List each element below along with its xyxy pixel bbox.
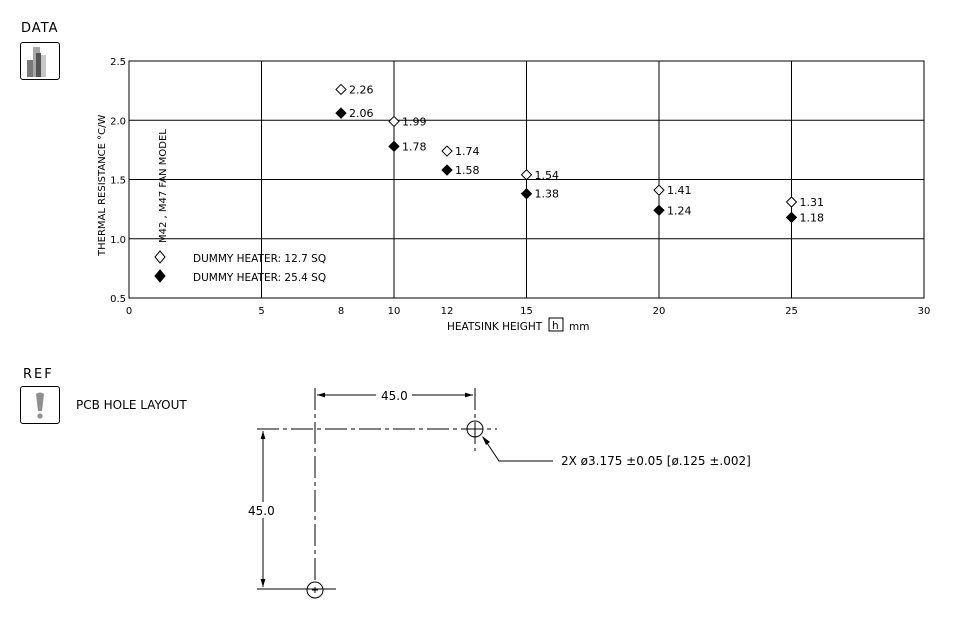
legend-open-diamond-icon [154, 250, 166, 264]
model-label: M42 , M47 FAN MODEL [158, 129, 169, 243]
data-label: 1.58 [455, 164, 480, 177]
data-point-open-diamond [335, 83, 347, 96]
thermal-resistance-chart: 0.5 1.0 1.5 2.0 2.5 0 5 8 10 12 15 20 25 30 2.26 1.99… [97, 57, 931, 333]
x-tick-label: 25 [785, 306, 798, 317]
data-point-open-diamond [520, 169, 533, 181]
x-tick-label: 8 [338, 306, 344, 317]
hole-bottom-left [306, 581, 324, 599]
y-tick-label: 1.0 [110, 235, 126, 246]
data-label: 2.06 [349, 107, 374, 120]
data-point-filled-diamond [653, 204, 665, 217]
x-tick-label: 15 [520, 306, 533, 317]
ref-section-label: REF [23, 367, 54, 382]
y-tick-label: 1.5 [110, 176, 126, 187]
x-axis-symbol: h [552, 320, 559, 332]
data-point-filled-diamond [388, 140, 400, 153]
data-point-filled-diamond [335, 107, 347, 119]
legend-label-series-1: DUMMY HEATER: 12.7 SQ [193, 253, 326, 265]
legend: DUMMY HEATER: 12.7 SQ DUMMY HEATER: 25.4… [154, 250, 326, 284]
data-point-filled-diamond [520, 188, 533, 200]
data-point-open-diamond [388, 115, 400, 128]
data-label: 1.24 [667, 204, 692, 217]
data-point-filled-diamond [441, 164, 453, 176]
legend-label-series-2: DUMMY HEATER: 25.4 SQ [193, 272, 326, 284]
y-axis-label: THERMAL RESISTANCE °C/W [97, 114, 108, 257]
data-label: 1.18 [800, 211, 825, 224]
x-tick-label: 12 [441, 306, 454, 317]
data-label: 2.26 [349, 83, 374, 96]
x-tick-label: 30 [918, 306, 931, 317]
pcb-hole-layout-drawing: 45.0 45.0 2X ø3.175 ±0.05 [ø.125 ±.002] [245, 386, 751, 599]
data-section-label: DATA [21, 21, 59, 36]
x-tick-labels: 0 5 8 10 12 15 20 25 30 [126, 306, 931, 317]
hole-top-right [466, 420, 484, 438]
data-point-open-diamond [785, 196, 798, 208]
x-tick-label: 10 [388, 306, 401, 317]
y-tick-label: 2.5 [110, 57, 126, 68]
x-tick-label: 0 [126, 306, 132, 317]
data-label: 1.74 [455, 145, 480, 158]
x-tick-label: 5 [258, 306, 264, 317]
y-tick-labels: 0.5 1.0 1.5 2.0 2.5 [110, 57, 126, 305]
data-point-open-diamond [653, 184, 665, 196]
hole-callout-leader [482, 436, 553, 462]
x-axis-label: HEATSINK HEIGHT [447, 321, 543, 333]
legend-filled-diamond-icon [154, 269, 166, 283]
reference-exclamation-icon [20, 386, 60, 424]
y-tick-label: 0.5 [110, 294, 126, 305]
x-axis-unit: mm [569, 321, 589, 333]
data-label: 1.41 [667, 184, 692, 197]
data-point-open-diamond [441, 145, 453, 157]
plot-frame [128, 60, 925, 299]
data-point-filled-diamond [785, 211, 798, 224]
data-label: 1.99 [402, 115, 427, 128]
data-label: 1.54 [535, 169, 560, 182]
data-label: 1.31 [800, 196, 825, 209]
data-points: 2.26 1.99 1.74 1.54 1.41 1.31 2.06 1.78 1.58 1.38… [335, 83, 825, 224]
vertical-dimension-value: 45.0 [248, 504, 275, 518]
hole-callout-text: 2X ø3.175 ±0.05 [ø.125 ±.002] [561, 454, 751, 468]
data-chart-icon [20, 42, 60, 80]
x-axis-symbol-box [548, 317, 564, 332]
horizontal-dimension-value: 45.0 [381, 389, 408, 403]
x-tick-label: 20 [653, 306, 666, 317]
data-label: 1.78 [402, 140, 427, 153]
ref-title: PCB HOLE LAYOUT [76, 398, 187, 412]
data-label: 1.38 [535, 188, 560, 201]
y-tick-label: 2.0 [110, 116, 126, 127]
